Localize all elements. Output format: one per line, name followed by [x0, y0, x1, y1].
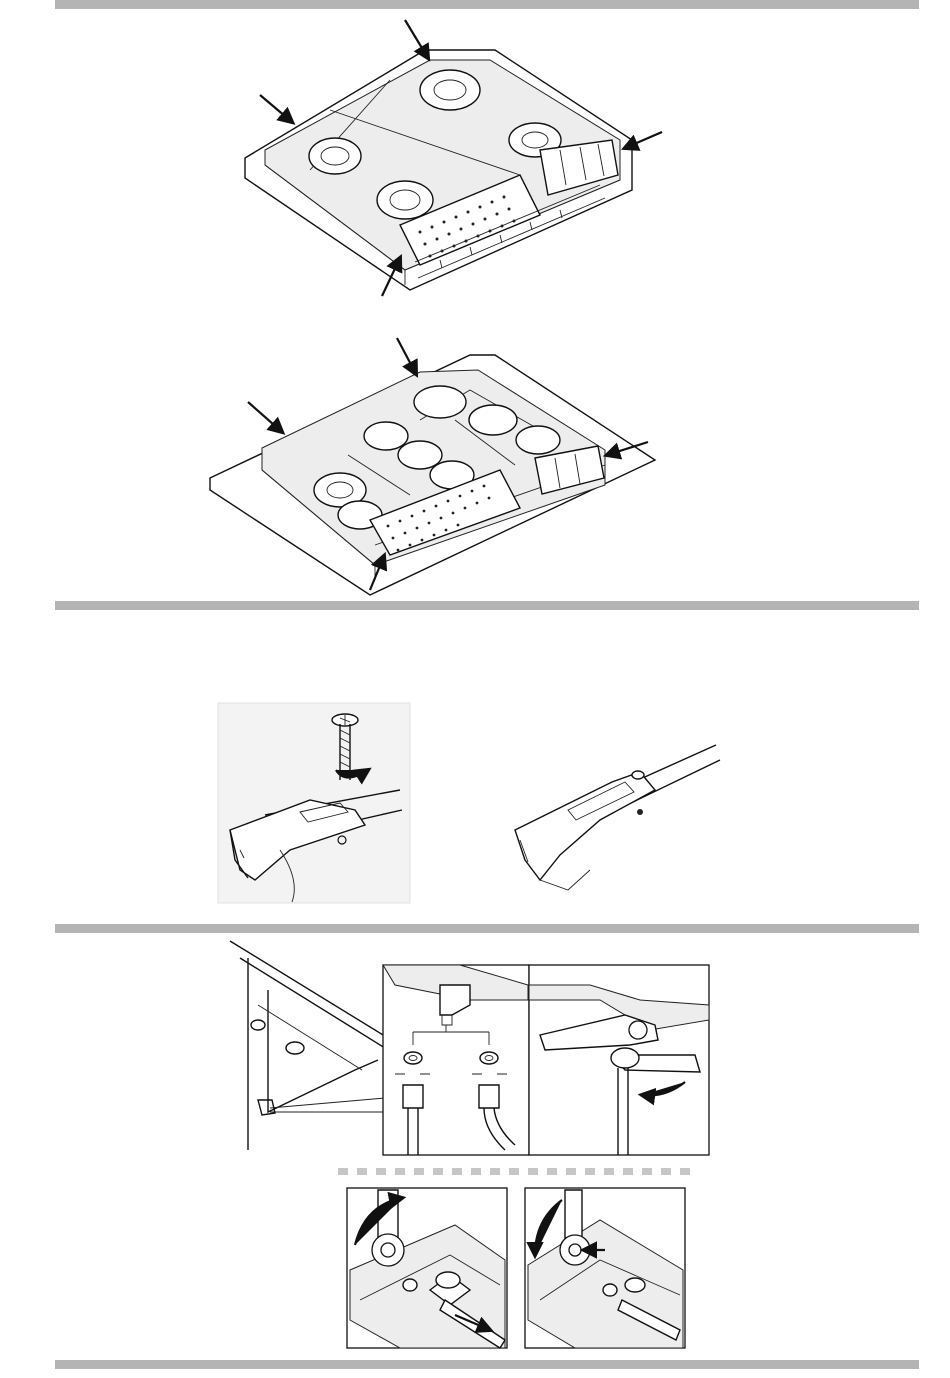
arrow-icon	[260, 95, 292, 122]
washer-icon	[403, 1279, 417, 1291]
arrow-icon	[248, 402, 282, 432]
washer-icon	[603, 1284, 617, 1296]
figure-bracket-fixing	[218, 703, 720, 903]
figure-gas-connection	[230, 941, 709, 1155]
dashed-separator	[338, 1168, 690, 1175]
arrow-icon	[397, 338, 416, 374]
arrow-icon	[405, 20, 428, 58]
figure-hob-underside-bottom	[210, 338, 655, 595]
figure-gas-nozzle-removal	[347, 1188, 685, 1348]
figure-hob-underside-top	[245, 20, 662, 296]
